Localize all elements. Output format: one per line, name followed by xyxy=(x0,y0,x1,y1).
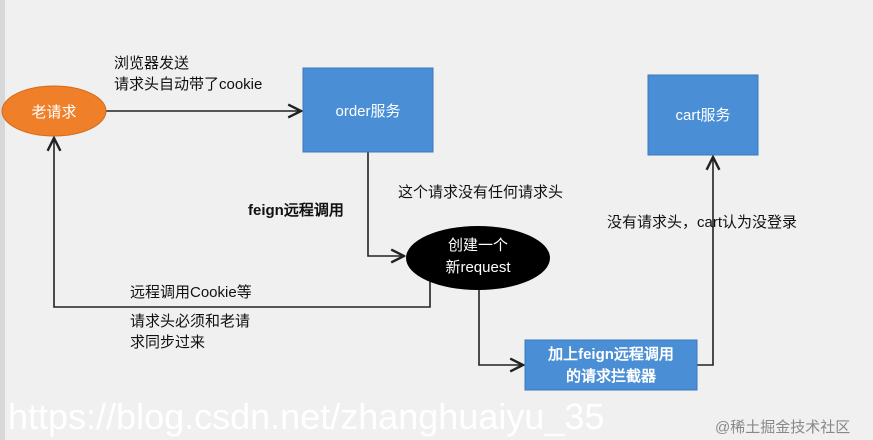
cart-not-logged-label: 没有请求头，cart认为没登录 xyxy=(607,214,797,231)
cart-service-label: cart服务 xyxy=(675,107,730,124)
no-headers-label: 这个请求没有任何请求头 xyxy=(398,184,563,201)
order-service-label: order服务 xyxy=(335,103,400,120)
order-service-node xyxy=(302,67,434,153)
new-request-label-2: 新request xyxy=(445,259,511,276)
old-request-label: 老请求 xyxy=(31,104,76,121)
interceptor-node xyxy=(524,339,698,391)
new-request-node xyxy=(406,226,550,290)
sync-label-3: 求同步过来 xyxy=(130,334,205,351)
browser-label-1: 浏览器发送 xyxy=(114,55,189,72)
sync-label-1: 远程调用Cookie等 xyxy=(130,283,252,301)
old-request-node xyxy=(1,85,107,137)
edge-sync-to-old xyxy=(54,138,431,308)
interceptor-label-2: 的请求拦截器 xyxy=(566,367,657,385)
feign-call-label: feign远程调用 xyxy=(248,202,344,219)
edge-new-to-interceptor xyxy=(478,290,523,365)
watermark-community: @稀土掘金技术社区 xyxy=(715,419,850,436)
new-request-label-1: 创建一个 xyxy=(448,237,508,254)
watermark-url: https://blog.csdn.net/zhanghuaiyu_35 xyxy=(8,396,604,437)
interceptor-label-1: 加上feign远程调用 xyxy=(547,346,674,363)
edge-order-to-new xyxy=(367,152,404,256)
browser-label-2: 请求头自动带了cookie xyxy=(114,76,262,93)
cart-service-node xyxy=(647,74,759,156)
edge-interceptor-to-cart xyxy=(697,157,713,366)
sync-label-2: 请求头必须和老请 xyxy=(130,313,250,330)
